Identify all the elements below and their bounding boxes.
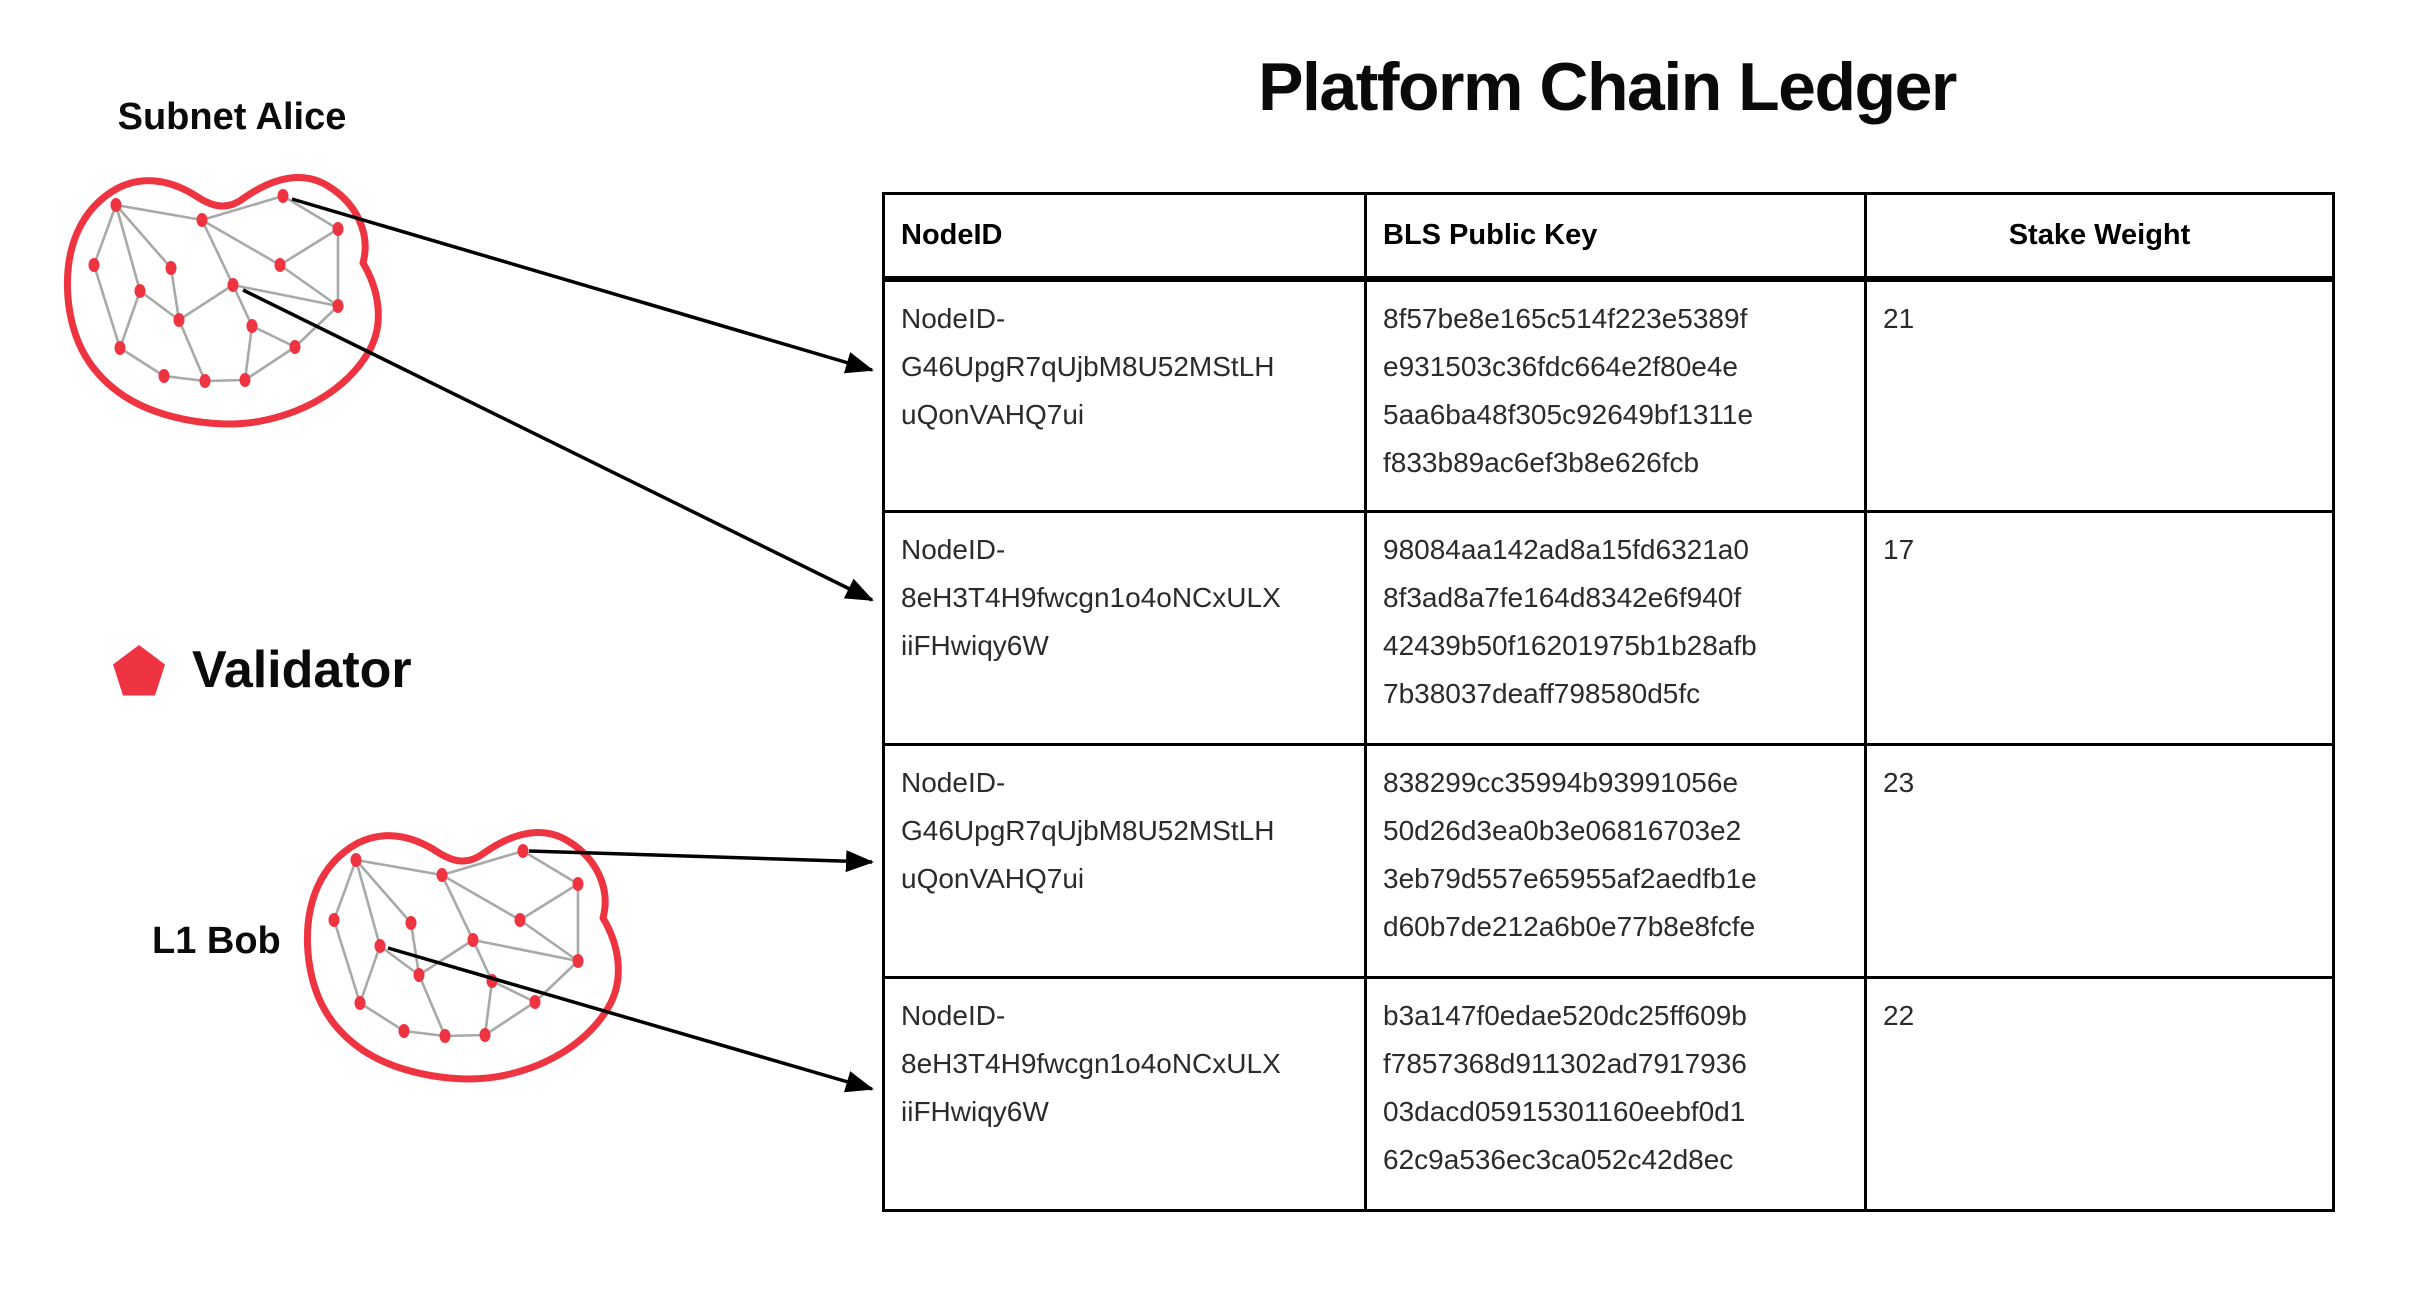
nodeid-cell: NodeID- G46UpgR7qUjbM8U52MStLH uQonVAHQ7… bbox=[882, 743, 1367, 979]
header-nodeid: NodeID bbox=[882, 192, 1367, 282]
subnet-alice-network bbox=[56, 148, 396, 448]
l1-bob-label: L1 Bob bbox=[152, 920, 281, 962]
pentagon-icon bbox=[113, 644, 165, 695]
stake-weight-cell: 21 bbox=[1864, 277, 2335, 513]
stake-weight-cell: 17 bbox=[1864, 510, 2335, 746]
table-row: NodeID- 8eH3T4H9fwcgn1o4oNCxULX iiFHwiqy… bbox=[882, 976, 2335, 1212]
bls-key-cell: b3a147f0edae520dc25ff609b f7857368d91130… bbox=[1364, 976, 1867, 1212]
nodeid-cell: NodeID- 8eH3T4H9fwcgn1o4oNCxULX iiFHwiqy… bbox=[882, 976, 1367, 1212]
nodeid-cell: NodeID- 8eH3T4H9fwcgn1o4oNCxULX iiFHwiqy… bbox=[882, 510, 1367, 746]
subnet-alice-label: Subnet Alice bbox=[117, 96, 347, 138]
header-stake-weight: Stake Weight bbox=[1864, 192, 2335, 282]
header-row: NodeID BLS Public Key Stake Weight bbox=[882, 192, 2335, 282]
bls-key-cell: 838299cc35994b93991056e 50d26d3ea0b3e068… bbox=[1364, 743, 1867, 979]
bls-key-cell: 8f57be8e165c514f223e5389f e931503c36fdc6… bbox=[1364, 277, 1867, 513]
header-bls-public-key: BLS Public Key bbox=[1364, 192, 1867, 282]
stake-weight-cell: 22 bbox=[1864, 976, 2335, 1212]
table-row: NodeID- 8eH3T4H9fwcgn1o4oNCxULX iiFHwiqy… bbox=[882, 510, 2335, 746]
bls-key-cell: 98084aa142ad8a15fd6321a0 8f3ad8a7fe164d8… bbox=[1364, 510, 1867, 746]
nodeid-cell: NodeID- G46UpgR7qUjbM8U52MStLH uQonVAHQ7… bbox=[882, 277, 1367, 513]
validator-label: Validator bbox=[192, 641, 412, 699]
stake-weight-cell: 23 bbox=[1864, 743, 2335, 979]
ledger-table: NodeID BLS Public Key Stake Weight NodeI… bbox=[882, 192, 2335, 1212]
page-title: Platform Chain Ledger bbox=[1258, 49, 1957, 125]
validator-legend: Validator bbox=[112, 640, 412, 700]
l1-bob-network bbox=[296, 803, 636, 1103]
table-row: NodeID- G46UpgR7qUjbM8U52MStLH uQonVAHQ7… bbox=[882, 277, 2335, 513]
table-row: NodeID- G46UpgR7qUjbM8U52MStLH uQonVAHQ7… bbox=[882, 743, 2335, 979]
